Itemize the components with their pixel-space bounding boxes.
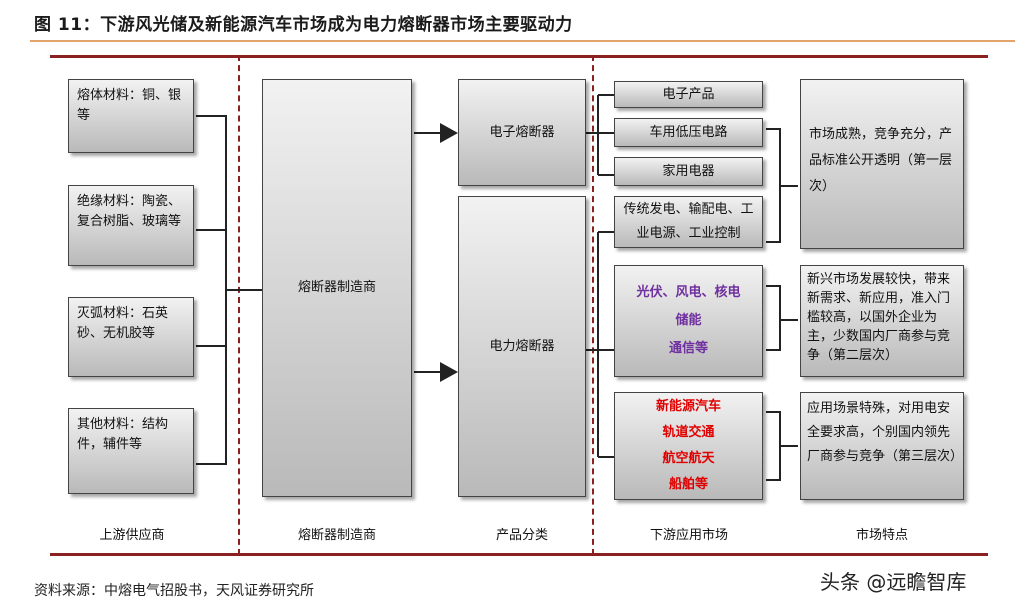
feature-box-tier1: 市场成熟，竞争充分，产品标准公开透明（第一层次） — [800, 79, 964, 249]
column-label-product: 产品分类 — [495, 528, 548, 543]
app-box-home-appliances: 家用电器 — [614, 157, 763, 186]
figure-title: 图 11：下游风光储及新能源汽车市场成为电力熔断器市场主要驱动力 — [34, 15, 573, 35]
app-label-aerospace: 航空航天 — [662, 451, 715, 466]
app-label-rail: 轨道交通 — [662, 425, 715, 440]
column-label-downstream: 下游应用市场 — [649, 528, 728, 543]
bottom-border — [50, 553, 988, 556]
app-label: 传统发电、输配电、工业电源、工业控制 — [623, 202, 754, 241]
column-divider-1 — [238, 55, 240, 555]
product-box-electronic-fuse: 电子熔断器 — [458, 79, 586, 186]
material-box-fuse-element: 熔体材料：铜、银等 — [68, 79, 194, 153]
column-label-upstream: 上游供应商 — [99, 528, 165, 543]
app-label-marine: 船舶等 — [668, 477, 708, 492]
app-label-telecom: 通信等 — [668, 341, 708, 356]
manufacturer-label: 熔断器制造商 — [297, 280, 376, 295]
material-box-insulation: 绝缘材料：陶瓷、复合树脂、玻璃等 — [68, 185, 194, 266]
app-box-special: 新能源汽车 轨道交通 航空航天 船舶等 — [614, 392, 763, 500]
feature-text: 新兴市场发展较快，带来新需求、新应用，准入门槛较高，以国外企业为主，少数国内厂商… — [807, 272, 951, 363]
app-label-nev: 新能源汽车 — [655, 399, 721, 414]
feature-text: 应用场景特殊，对用电安全要求高，个别国内领先厂商参与竞争（第三层次） — [807, 401, 964, 464]
app-label: 家用电器 — [662, 163, 715, 179]
material-label: 熔体材料：铜、银等 — [77, 88, 182, 123]
top-border — [50, 55, 988, 58]
material-box-arc-quenching: 灭弧材料：石英砂、无机胶等 — [68, 297, 194, 377]
column-divider-2 — [592, 55, 594, 555]
product-label: 电力熔断器 — [489, 338, 555, 354]
app-box-new-energy: 光伏、风电、核电 储能 通信等 — [614, 265, 763, 377]
feature-box-tier3: 应用场景特殊，对用电安全要求高，个别国内领先厂商参与竞争（第三层次） — [800, 392, 964, 500]
feature-text: 市场成熟，竞争充分，产品标准公开透明（第一层次） — [809, 127, 953, 194]
title-divider — [30, 40, 1015, 42]
product-box-power-fuse: 电力熔断器 — [458, 196, 586, 497]
app-label-storage: 储能 — [675, 313, 702, 328]
source-note: 资料来源：中熔电气招股书，天风证券研究所 — [34, 583, 314, 599]
material-label: 灭弧材料：石英砂、无机胶等 — [77, 306, 169, 341]
app-label: 车用低压电路 — [649, 124, 728, 140]
app-label: 电子产品 — [662, 86, 715, 102]
material-label: 绝缘材料：陶瓷、复合树脂、玻璃等 — [77, 194, 182, 229]
product-label: 电子熔断器 — [489, 124, 555, 140]
column-label-features: 市场特点 — [855, 528, 908, 543]
feature-box-tier2: 新兴市场发展较快，带来新需求、新应用，准入门槛较高，以国外企业为主，少数国内厂商… — [800, 265, 964, 377]
manufacturer-box: 熔断器制造商 — [262, 79, 412, 497]
app-box-auto-low-voltage: 车用低压电路 — [614, 118, 763, 147]
material-label: 其他材料：结构件，辅件等 — [77, 417, 169, 452]
material-box-other: 其他材料：结构件，辅件等 — [68, 408, 194, 494]
watermark: 头条 @远瞻智库 — [820, 570, 967, 594]
app-box-electronics: 电子产品 — [614, 81, 763, 108]
column-label-manufacturer: 熔断器制造商 — [297, 528, 376, 543]
app-box-traditional-power: 传统发电、输配电、工业电源、工业控制 — [614, 196, 763, 248]
app-label-pv-wind-nuclear: 光伏、风电、核电 — [636, 285, 741, 300]
